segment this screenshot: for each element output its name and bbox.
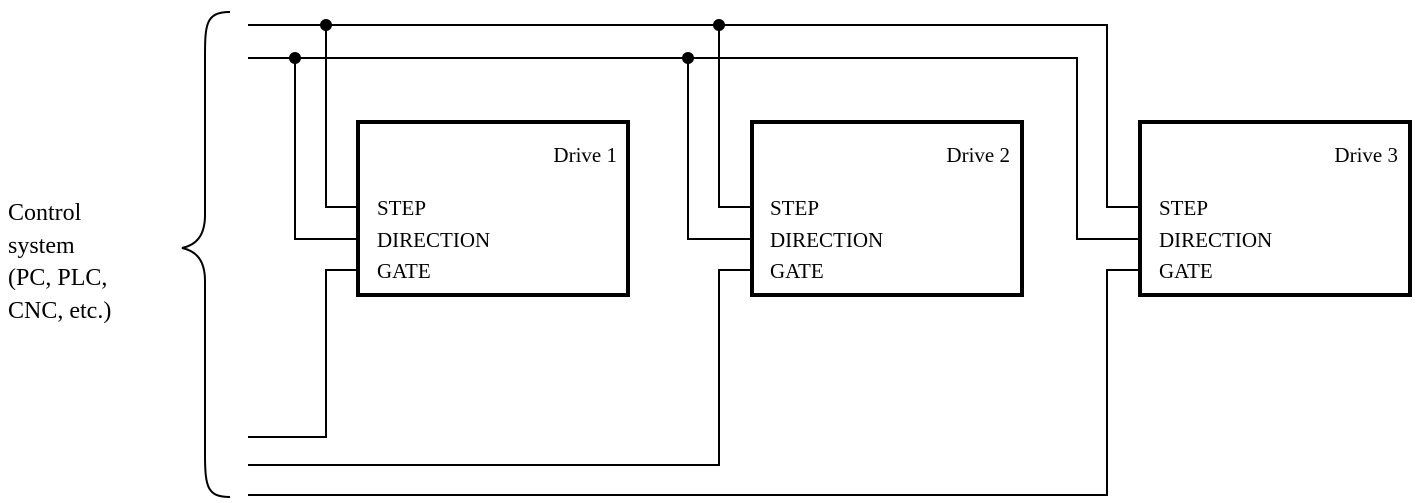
- drive-2-step-branch: [718, 25, 752, 208]
- control-system-label-line-4: CNC, etc.): [8, 298, 111, 324]
- drive-3-direction-pin: DIRECTION: [1159, 228, 1272, 252]
- drive-2-title: Drive 2: [946, 143, 1010, 167]
- step-bus-wire: [248, 24, 1140, 208]
- drive-2-direction-branch: [687, 58, 752, 240]
- control-system-brace: [181, 11, 231, 498]
- drive-3-title: Drive 3: [1334, 143, 1398, 167]
- drive-2-gate-pin: GATE: [770, 259, 824, 283]
- drive-2-box: [750, 120, 1024, 297]
- drive-3-block: Drive 3 STEP DIRECTION GATE: [1138, 120, 1412, 297]
- drive-1-title: Drive 1: [553, 143, 617, 167]
- junction-dot: [713, 19, 725, 31]
- drive-1-direction-pin: DIRECTION: [377, 228, 490, 252]
- drive-1-direction-branch: [294, 58, 358, 240]
- control-system-label: Control system (PC, PLC, CNC, etc.): [8, 200, 111, 324]
- drive-2-direction-pin: DIRECTION: [770, 228, 883, 252]
- drive-2-gate-wire: [248, 269, 752, 466]
- drive-2-block: Drive 2 STEP DIRECTION GATE: [750, 120, 1024, 297]
- control-system-label-line-2: system: [8, 233, 75, 259]
- drive-2-step-pin: STEP: [770, 196, 819, 220]
- drive-1-block: Drive 1 STEP DIRECTION GATE: [356, 120, 630, 297]
- drive-3-gate-pin: GATE: [1159, 259, 1213, 283]
- drive-1-gate-pin: GATE: [377, 259, 431, 283]
- drive-1-step-branch: [325, 25, 358, 208]
- drive-1-box: [356, 120, 630, 297]
- junction-dot: [682, 52, 694, 64]
- junction-dot: [289, 52, 301, 64]
- drive-1-gate-wire: [248, 269, 358, 438]
- drive-3-box: [1138, 120, 1412, 297]
- control-system-label-line-3: (PC, PLC,: [8, 265, 107, 291]
- drive-1-step-pin: STEP: [377, 196, 426, 220]
- direction-bus-wire: [248, 57, 1140, 240]
- drive-3-gate-wire: [248, 269, 1140, 496]
- control-system-label-line-1: Control: [8, 200, 82, 226]
- junction-dot: [320, 19, 332, 31]
- drive-3-step-pin: STEP: [1159, 196, 1208, 220]
